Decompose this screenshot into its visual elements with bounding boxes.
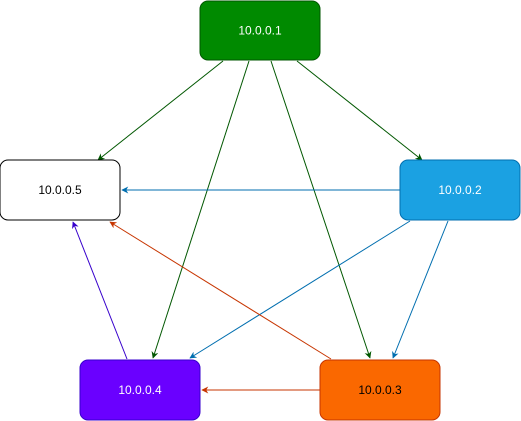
edge-10-0-0-1-to-10-0-0-4 xyxy=(151,60,250,359)
edge-10-0-0-1-to-10-0-0-2 xyxy=(296,60,423,161)
node-10-0-0-3[interactable]: 10.0.0.3 xyxy=(319,359,441,421)
edges-layer xyxy=(72,60,449,394)
node-label: 10.0.0.3 xyxy=(358,383,402,397)
edge-10-0-0-2-to-10-0-0-3 xyxy=(392,220,449,359)
node-label: 10.0.0.2 xyxy=(438,183,482,197)
edge-10-0-0-3-to-10-0-0-5 xyxy=(109,221,332,360)
edge-10-0-0-4-to-10-0-0-5 xyxy=(72,221,128,360)
node-label: 10.0.0.5 xyxy=(38,183,82,197)
edge-10-0-0-2-to-10-0-0-4 xyxy=(189,220,411,359)
node-10-0-0-1[interactable]: 10.0.0.1 xyxy=(199,0,321,61)
edge-10-0-0-1-to-10-0-0-3 xyxy=(270,60,372,359)
node-10-0-0-2[interactable]: 10.0.0.2 xyxy=(399,159,521,221)
node-label: 10.0.0.4 xyxy=(118,383,162,397)
node-10-0-0-4[interactable]: 10.0.0.4 xyxy=(79,359,201,421)
edge-10-0-0-1-to-10-0-0-5 xyxy=(97,60,224,161)
node-label: 10.0.0.1 xyxy=(238,24,282,38)
node-10-0-0-5[interactable]: 10.0.0.5 xyxy=(0,159,121,221)
